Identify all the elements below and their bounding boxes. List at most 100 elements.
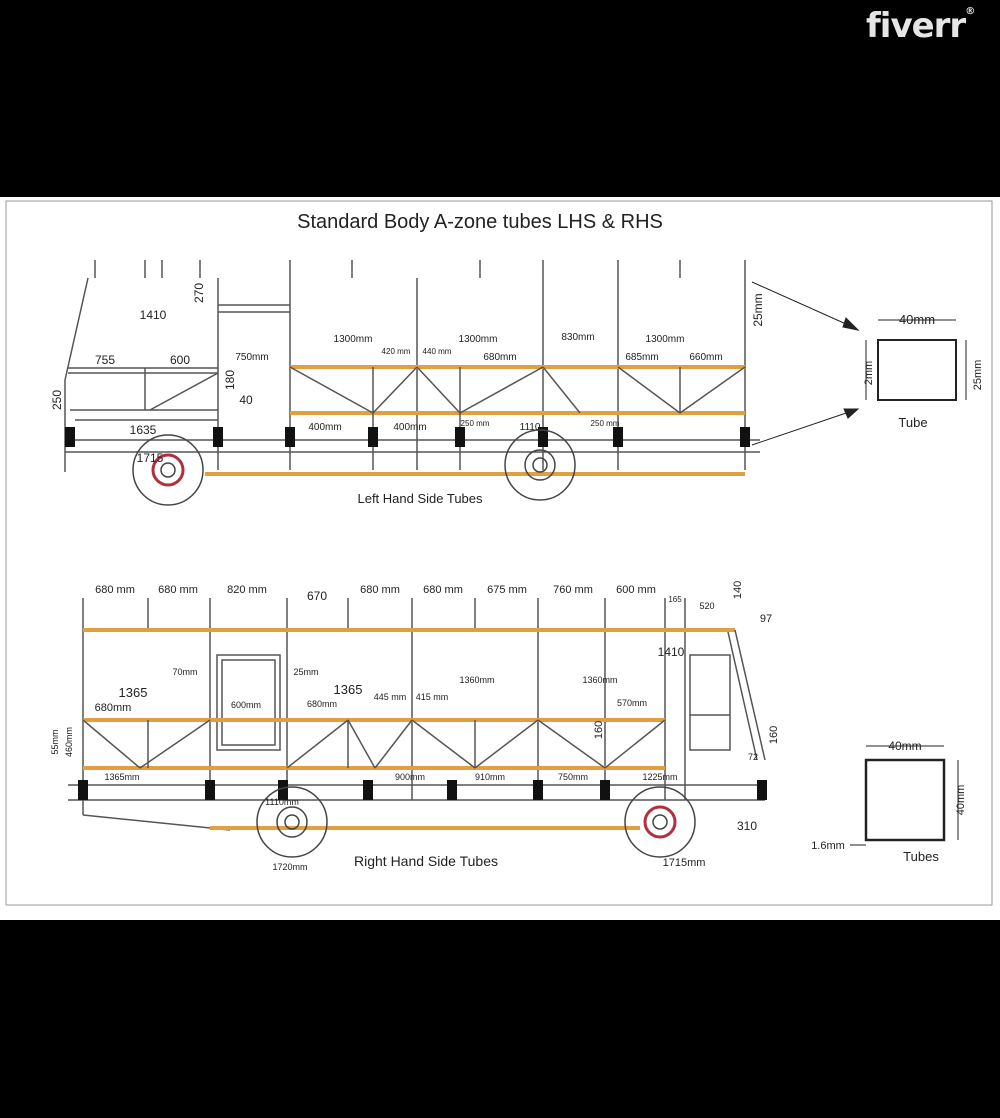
rhs-dimension-label: 900mm <box>395 772 425 782</box>
lhs-dimension-label: 420 mm <box>382 347 411 356</box>
wheel-center <box>532 457 548 473</box>
wheel-center <box>160 462 176 478</box>
lhs-dimension-label: 40 <box>239 393 253 407</box>
diagonal-brace <box>374 719 413 769</box>
rhs-dimension-label: 820 mm <box>227 584 267 596</box>
mount-block <box>363 780 373 800</box>
rhs-dimension-label: 165 <box>668 595 682 604</box>
diagonal-brace <box>416 366 461 414</box>
rhs-dimension-label: 460mm <box>64 727 74 757</box>
diagonal-brace <box>542 366 581 414</box>
lhs-dimension-label: 440 mm <box>423 347 452 356</box>
wheel-hub <box>276 806 308 838</box>
rhs-dimension-label: 760 mm <box>553 584 593 596</box>
lhs-dimension-label: 685mm <box>625 352 658 363</box>
rhs-dimension-label: 750mm <box>558 772 588 782</box>
frame-tube <box>64 277 89 381</box>
mount-block <box>205 780 215 800</box>
tube1-width: 40mm <box>899 312 935 327</box>
rhs-dimension-label: 600mm <box>231 700 261 710</box>
mount-block <box>538 427 548 447</box>
lhs-dimension-label: 755 <box>95 353 115 367</box>
diagonal-brace <box>286 719 349 769</box>
rhs-dimension-label: 97 <box>760 613 772 625</box>
lhs-dimension-label: 400mm <box>308 422 341 433</box>
tube-detail-1 <box>751 281 967 446</box>
wheel-hub <box>524 449 556 481</box>
rhs-dimension-label: 160 <box>768 726 780 744</box>
rhs-dimension-label: 55mm <box>50 729 60 754</box>
rhs-bus-frame <box>68 598 767 858</box>
wheel-center <box>284 814 300 830</box>
diagonal-brace <box>537 719 606 769</box>
rhs-dimension-label: 140 <box>732 581 744 599</box>
wheel <box>256 786 328 858</box>
rhs-dimension-label: 1360mm <box>582 675 617 685</box>
rhs-caption: Right Hand Side Tubes <box>354 853 498 869</box>
rhs-dimension-label: 680mm <box>95 702 132 714</box>
rhs-dimension-label: 70mm <box>172 667 197 677</box>
lhs-dimension-label: 25mm <box>751 293 765 326</box>
lhs-caption: Left Hand Side Tubes <box>357 491 483 506</box>
mount-block <box>278 780 288 800</box>
diagonal-brace <box>459 366 544 414</box>
mount-block <box>455 427 465 447</box>
cab-window <box>689 654 731 751</box>
rhs-dimension-label: 415 mm <box>416 692 449 702</box>
rhs-dimension-label: 600 mm <box>616 584 656 596</box>
fiverr-watermark: fiverr® <box>866 6 975 46</box>
lhs-dimension-label: 1635 <box>130 423 157 437</box>
rhs-dimension-label: 1365 <box>119 685 148 700</box>
cab-front <box>727 631 758 761</box>
drawing-title: Standard Body A-zone tubes LHS & RHS <box>297 211 663 233</box>
frame-tube <box>149 372 219 411</box>
door-frame <box>216 654 281 751</box>
rhs-dimension-label: 1360mm <box>459 675 494 685</box>
rhs-dimension-label: 1410 <box>658 645 685 659</box>
wheel-hub <box>151 453 185 487</box>
diagonal-brace <box>604 719 666 769</box>
rhs-dimension-label: 1715mm <box>663 857 706 869</box>
diagonal-brace <box>289 366 374 414</box>
diagonal-brace <box>139 719 211 769</box>
rhs-dimension-label: 675 mm <box>487 584 527 596</box>
rhs-dimension-label: 680 mm <box>95 584 135 596</box>
tube2-wall: 1.6mm <box>811 840 845 852</box>
lhs-dimension-label: 830mm <box>561 332 594 343</box>
lhs-dimension-label: 600 <box>170 353 190 367</box>
diagonal-brace <box>617 366 681 414</box>
mount-block <box>368 427 378 447</box>
lhs-dimension-label: 250 mm <box>591 419 620 428</box>
diagonal-brace <box>347 719 376 769</box>
rhs-dimension-label: 680 mm <box>423 584 463 596</box>
diagonal-brace <box>474 719 539 769</box>
rhs-dimension-label: 680 mm <box>158 584 198 596</box>
mount-block <box>757 780 767 800</box>
rhs-dimension-label: 680 mm <box>360 584 400 596</box>
rhs-dimension-label: 520 <box>699 601 714 611</box>
rhs-dimension-label: 1720mm <box>272 862 307 872</box>
tube1-left: 2mm <box>863 361 875 385</box>
lhs-dimension-label: 750mm <box>235 352 268 363</box>
bus-tube-drawing: Standard Body A-zone tubes LHS & RHS Lef… <box>5 200 993 906</box>
rhs-dimension-label: 680mm <box>307 699 337 709</box>
lhs-dimension-label: 1300mm <box>459 334 498 345</box>
wheel <box>132 434 204 506</box>
tube1-right: 25mm <box>972 360 984 391</box>
diagonal-brace <box>372 366 418 414</box>
lhs-dimension-label: 250 mm <box>461 419 490 428</box>
tube-detail-2 <box>850 745 959 846</box>
lhs-dimension-label: 250 <box>50 390 64 410</box>
lhs-dimension-label: 1110 <box>520 422 541 433</box>
lhs-dimension-label: 400mm <box>393 422 426 433</box>
tube2-width: 40mm <box>888 739 921 753</box>
lhs-dimension-label: 1715 <box>137 451 164 465</box>
rhs-dimension-label: 1110mm <box>265 797 299 807</box>
mount-block <box>285 427 295 447</box>
mount-block <box>600 780 610 800</box>
rhs-dimension-label: 310 <box>737 819 757 833</box>
sheet-border <box>5 200 993 906</box>
mount-block <box>740 427 750 447</box>
